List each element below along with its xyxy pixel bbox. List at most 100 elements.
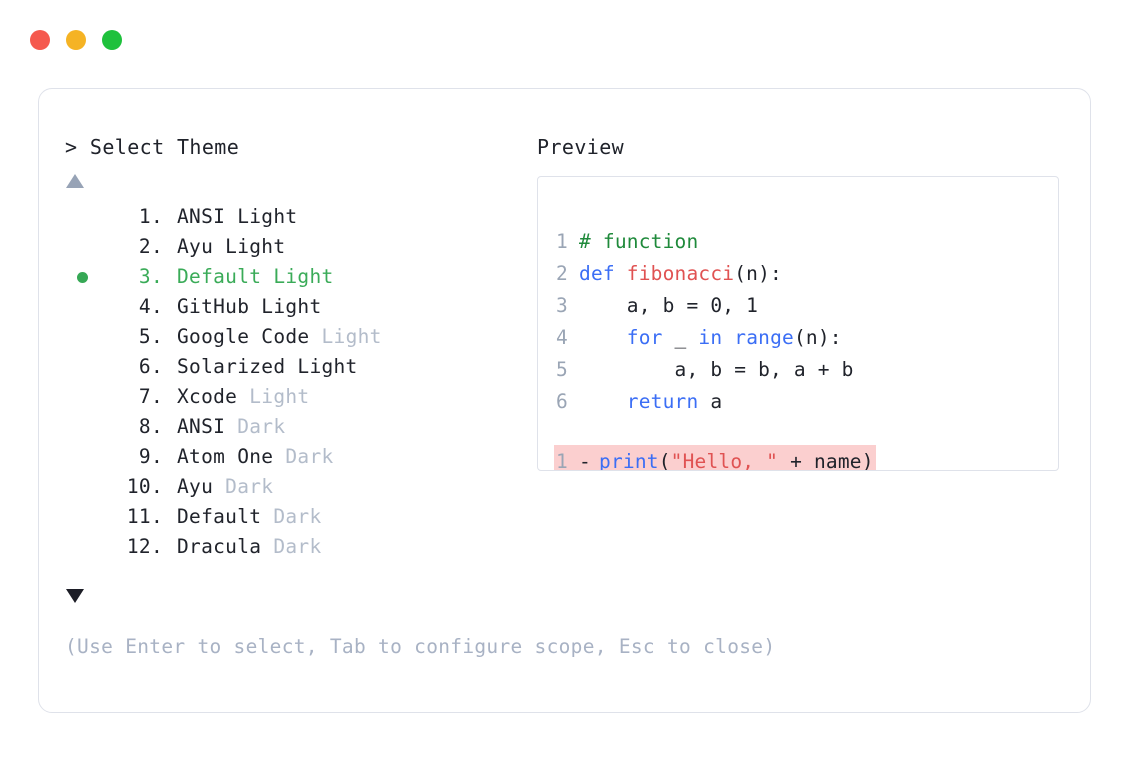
selection-bullet-icon	[77, 302, 88, 313]
selection-bullet-icon	[77, 482, 88, 493]
theme-item-index: 4.	[138, 294, 163, 318]
code-token: fibonacci	[626, 261, 735, 285]
code-line-number: 3	[556, 293, 568, 317]
theme-list-item[interactable]: 4. GitHub Light	[65, 291, 495, 321]
code-line-text: def fibonacci(n):	[579, 262, 782, 285]
theme-list-item[interactable]: 6.Solarized Light	[65, 351, 495, 381]
theme-item-index: 9.	[138, 444, 163, 468]
diff-preview: 1-print("Hello, " + name)1+print(f"Hello…	[554, 445, 1048, 471]
code-token: (n):	[793, 325, 842, 349]
theme-list-item[interactable]: 1. ANSI Light	[65, 201, 495, 231]
code-line-text: a, b = b, a + b	[579, 358, 854, 381]
theme-item-name: Dracula	[177, 534, 262, 558]
keyboard-hint: (Use Enter to select, Tab to configure s…	[65, 635, 776, 658]
theme-item-name: GitHub Light	[177, 294, 322, 318]
theme-item-index: 2.	[138, 234, 163, 258]
theme-list-item[interactable]: 11. Default Dark	[65, 501, 495, 531]
theme-item-name: Default	[177, 504, 262, 528]
selection-bullet-icon	[77, 542, 88, 553]
selection-bullet-icon	[77, 512, 88, 523]
selection-bullet-icon	[77, 422, 88, 433]
maximize-window-button[interactable]	[102, 30, 122, 50]
theme-list-item[interactable]: 7.Xcode Light	[65, 381, 495, 411]
theme-list-item[interactable]: 10.Ayu Dark	[65, 471, 495, 501]
theme-list-item[interactable]: 8. ANSI Dark	[65, 411, 495, 441]
code-token: _	[662, 325, 699, 349]
theme-item-name: Ayu Light	[177, 234, 286, 258]
code-token: in	[698, 325, 723, 349]
code-token	[579, 326, 627, 349]
code-line-text: # function	[579, 230, 698, 253]
code-token: + name)	[778, 449, 874, 471]
code-token: range	[734, 325, 794, 349]
code-line-number: 5	[556, 357, 568, 381]
theme-item-name: Google Code	[177, 324, 310, 348]
theme-item-name: ANSI	[177, 414, 226, 438]
code-token	[722, 326, 734, 349]
code-token: a, b = b, a + b	[579, 357, 854, 381]
code-line-number: 6	[556, 389, 568, 413]
diff-line-removed: 1-print("Hello, " + name)	[554, 445, 876, 471]
selection-bullet-icon	[77, 452, 88, 463]
diff-line-text: print("Hello, " + name)	[599, 449, 874, 471]
theme-item-name: Ayu	[177, 474, 214, 498]
diff-line-number: 1	[556, 449, 568, 471]
minimize-window-button[interactable]	[66, 30, 86, 50]
theme-list-item[interactable]: 9. Atom One Dark	[65, 441, 495, 471]
theme-item-index: 8.	[138, 414, 163, 438]
code-line: 1# function	[554, 225, 1046, 257]
close-window-button[interactable]	[30, 30, 50, 50]
triangle-up-icon[interactable]	[66, 174, 84, 188]
theme-item-index: 1.	[138, 204, 163, 228]
code-token: a, b = 0, 1	[579, 293, 759, 317]
theme-item-index: 7.	[138, 384, 163, 408]
theme-list-item[interactable]: 2. Ayu Light	[65, 231, 495, 261]
selection-bullet-icon	[77, 392, 88, 403]
code-token: # function	[579, 229, 699, 253]
code-token: return	[626, 389, 699, 413]
diff-marker: -	[579, 449, 591, 471]
theme-list-item[interactable]: 5.Google Code Light	[65, 321, 495, 351]
theme-item-name: ANSI Light	[177, 204, 298, 228]
code-token	[579, 390, 627, 413]
code-line-text: a, b = 0, 1	[579, 294, 758, 317]
theme-item-name: Solarized Light	[177, 354, 358, 378]
theme-item-variant: Dark	[213, 474, 274, 498]
window-traffic-lights	[30, 30, 122, 50]
selection-bullet-icon	[77, 272, 88, 283]
code-line: 3 a, b = 0, 1	[554, 289, 1046, 321]
theme-list-item[interactable]: 12. Dracula Dark	[65, 531, 495, 561]
code-token: def	[579, 261, 627, 285]
theme-item-name: Atom One	[177, 444, 274, 468]
triangle-down-icon[interactable]	[66, 589, 84, 603]
preview-header: Preview	[537, 135, 625, 159]
selection-bullet-icon	[77, 362, 88, 373]
theme-item-index: 12.	[126, 534, 163, 558]
selection-bullet-icon	[77, 212, 88, 223]
theme-item-index: 5.	[138, 324, 163, 348]
theme-item-name: Default Light	[177, 264, 334, 288]
code-line: 5 a, b = b, a + b	[554, 353, 1046, 385]
code-token: print	[599, 449, 659, 471]
code-line: 6 return a	[554, 385, 1046, 417]
code-token: "Hello, "	[670, 449, 779, 471]
code-token: a	[698, 389, 723, 413]
theme-item-variant: Dark	[261, 504, 322, 528]
theme-list-item[interactable]: 3.Default Light	[65, 261, 495, 291]
code-line-number: 4	[556, 325, 568, 349]
selection-bullet-icon	[77, 242, 88, 253]
theme-item-variant: Light	[237, 384, 310, 408]
theme-item-index: 11.	[126, 504, 163, 528]
theme-item-variant: Dark	[261, 534, 322, 558]
theme-item-variant: Dark	[273, 444, 334, 468]
code-token: (	[658, 449, 671, 471]
code-line-number: 2	[556, 261, 568, 285]
theme-item-variant: Dark	[225, 414, 286, 438]
code-line: 4 for _ in range(n):	[554, 321, 1046, 353]
selection-bullet-icon	[77, 332, 88, 343]
code-line: 2 def fibonacci(n):	[554, 257, 1046, 289]
